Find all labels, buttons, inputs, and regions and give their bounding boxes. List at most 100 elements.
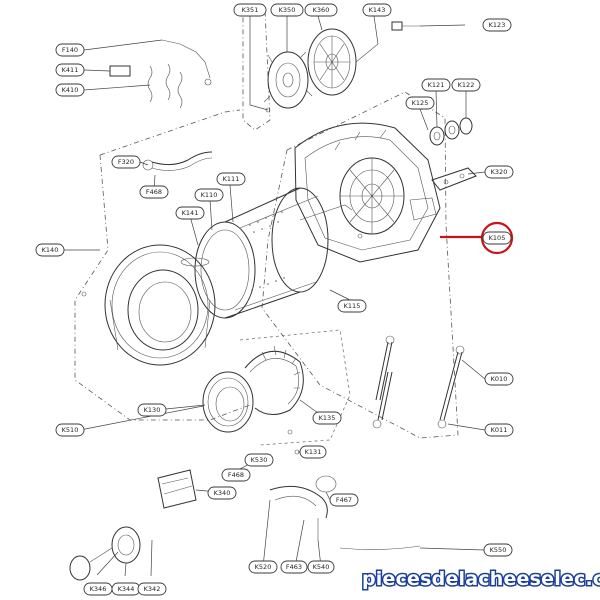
label-F463: F463 bbox=[280, 560, 308, 574]
label-K520: K520 bbox=[248, 560, 278, 574]
label-K346: K346 bbox=[83, 582, 113, 596]
drain-hose-part bbox=[269, 475, 421, 550]
label-K135: K135 bbox=[312, 411, 342, 425]
svg-text:K351: K351 bbox=[242, 6, 259, 14]
svg-text:K111: K111 bbox=[223, 175, 240, 183]
label-K510: K510 bbox=[55, 423, 85, 437]
label-F320: F320 bbox=[111, 155, 141, 169]
label-K111: K111 bbox=[216, 172, 246, 186]
svg-text:K320: K320 bbox=[491, 168, 508, 176]
label-K131: K131 bbox=[299, 445, 327, 459]
label-K115: K115 bbox=[337, 299, 367, 313]
svg-text:K011: K011 bbox=[491, 426, 508, 434]
drum-group-boundary bbox=[74, 109, 251, 421]
label-K121: K121 bbox=[421, 78, 451, 92]
svg-text:K131: K131 bbox=[305, 448, 322, 456]
svg-text:K141: K141 bbox=[182, 209, 199, 217]
svg-text:K340: K340 bbox=[214, 489, 231, 497]
pump-part bbox=[157, 469, 197, 509]
label-F468-upper: F468 bbox=[139, 185, 169, 199]
svg-text:K344: K344 bbox=[118, 585, 135, 593]
rear-tub-part bbox=[294, 122, 441, 263]
svg-text:K110: K110 bbox=[201, 191, 218, 199]
clip-part bbox=[109, 65, 131, 77]
svg-text:F467: F467 bbox=[336, 496, 352, 504]
svg-text:K346: K346 bbox=[90, 585, 107, 593]
label-K320: K320 bbox=[484, 165, 514, 179]
label-F140: F140 bbox=[55, 43, 85, 57]
front-tub-part bbox=[104, 244, 216, 366]
svg-text:K123: K123 bbox=[489, 21, 506, 29]
svg-text:K350: K350 bbox=[279, 6, 296, 14]
assembly-boundaries bbox=[74, 9, 459, 446]
pulley-part bbox=[307, 28, 379, 96]
label-K340: K340 bbox=[207, 486, 237, 500]
label-K130: K130 bbox=[137, 403, 167, 417]
svg-text:K530: K530 bbox=[251, 456, 268, 464]
svg-text:F320: F320 bbox=[118, 158, 134, 166]
door-gasket-part bbox=[202, 345, 304, 433]
svg-text:F140: F140 bbox=[62, 46, 78, 54]
label-K140: K140 bbox=[35, 243, 65, 257]
springs-part bbox=[147, 63, 183, 109]
hose-part bbox=[142, 151, 213, 171]
label-K540: K540 bbox=[307, 560, 335, 574]
svg-text:F463: F463 bbox=[286, 563, 302, 571]
svg-text:F468: F468 bbox=[146, 188, 162, 196]
svg-text:K410: K410 bbox=[62, 86, 79, 94]
label-K360: K360 bbox=[304, 3, 338, 17]
label-K122: K122 bbox=[451, 78, 481, 92]
svg-text:K342: K342 bbox=[144, 585, 161, 593]
filter-part bbox=[69, 526, 141, 581]
label-K344: K344 bbox=[111, 582, 141, 596]
svg-text:K105: K105 bbox=[489, 234, 506, 242]
svg-text:K360: K360 bbox=[313, 6, 330, 14]
svg-text:K550: K550 bbox=[490, 546, 507, 554]
door-group-boundary bbox=[239, 329, 351, 446]
label-F468-lower: F468 bbox=[221, 468, 251, 482]
svg-text:K121: K121 bbox=[428, 81, 445, 89]
part-labels: K351 K350 K360 K143 K123 F140 K411 K410 … bbox=[35, 3, 514, 596]
svg-text:K411: K411 bbox=[62, 66, 79, 74]
svg-text:K140: K140 bbox=[42, 246, 59, 254]
svg-text:K540: K540 bbox=[313, 563, 330, 571]
label-K110: K110 bbox=[194, 188, 224, 202]
label-K105: K105 bbox=[482, 231, 512, 245]
tub-rear-boundary bbox=[261, 91, 459, 439]
label-K143: K143 bbox=[362, 3, 392, 17]
clamp-ribs bbox=[261, 345, 301, 389]
label-K351: K351 bbox=[233, 3, 267, 17]
k105-highlight bbox=[440, 221, 514, 255]
svg-text:K125: K125 bbox=[412, 99, 429, 107]
svg-text:K510: K510 bbox=[62, 426, 79, 434]
motor-group-boundary bbox=[242, 9, 271, 131]
label-K410: K410 bbox=[55, 83, 85, 97]
bracket-part bbox=[431, 167, 477, 191]
shock-absorbers-part bbox=[372, 335, 465, 429]
svg-text:K130: K130 bbox=[144, 406, 161, 414]
label-K350: K350 bbox=[270, 3, 304, 17]
label-K123: K123 bbox=[482, 18, 512, 32]
watermark-text: piecesdelacheeselec.com bbox=[362, 568, 600, 590]
label-K342: K342 bbox=[137, 582, 167, 596]
drum-perforations bbox=[249, 211, 285, 291]
wire-harness-part bbox=[161, 39, 212, 86]
svg-text:F468: F468 bbox=[228, 471, 244, 479]
svg-text:K115: K115 bbox=[344, 302, 361, 310]
label-K141: K141 bbox=[175, 206, 205, 220]
label-K125: K125 bbox=[405, 96, 435, 110]
drum-part bbox=[194, 187, 353, 319]
label-K010: K010 bbox=[484, 372, 514, 386]
svg-text:K520: K520 bbox=[255, 563, 272, 571]
label-K411: K411 bbox=[55, 63, 85, 77]
svg-text:K010: K010 bbox=[491, 375, 508, 383]
bearings-part bbox=[429, 117, 473, 146]
svg-text:K135: K135 bbox=[319, 414, 336, 422]
label-K011: K011 bbox=[484, 423, 514, 437]
bolt-part bbox=[391, 21, 420, 31]
svg-text:K143: K143 bbox=[369, 6, 386, 14]
label-K550: K550 bbox=[483, 543, 513, 557]
label-K530: K530 bbox=[244, 453, 274, 467]
svg-text:K122: K122 bbox=[458, 81, 475, 89]
